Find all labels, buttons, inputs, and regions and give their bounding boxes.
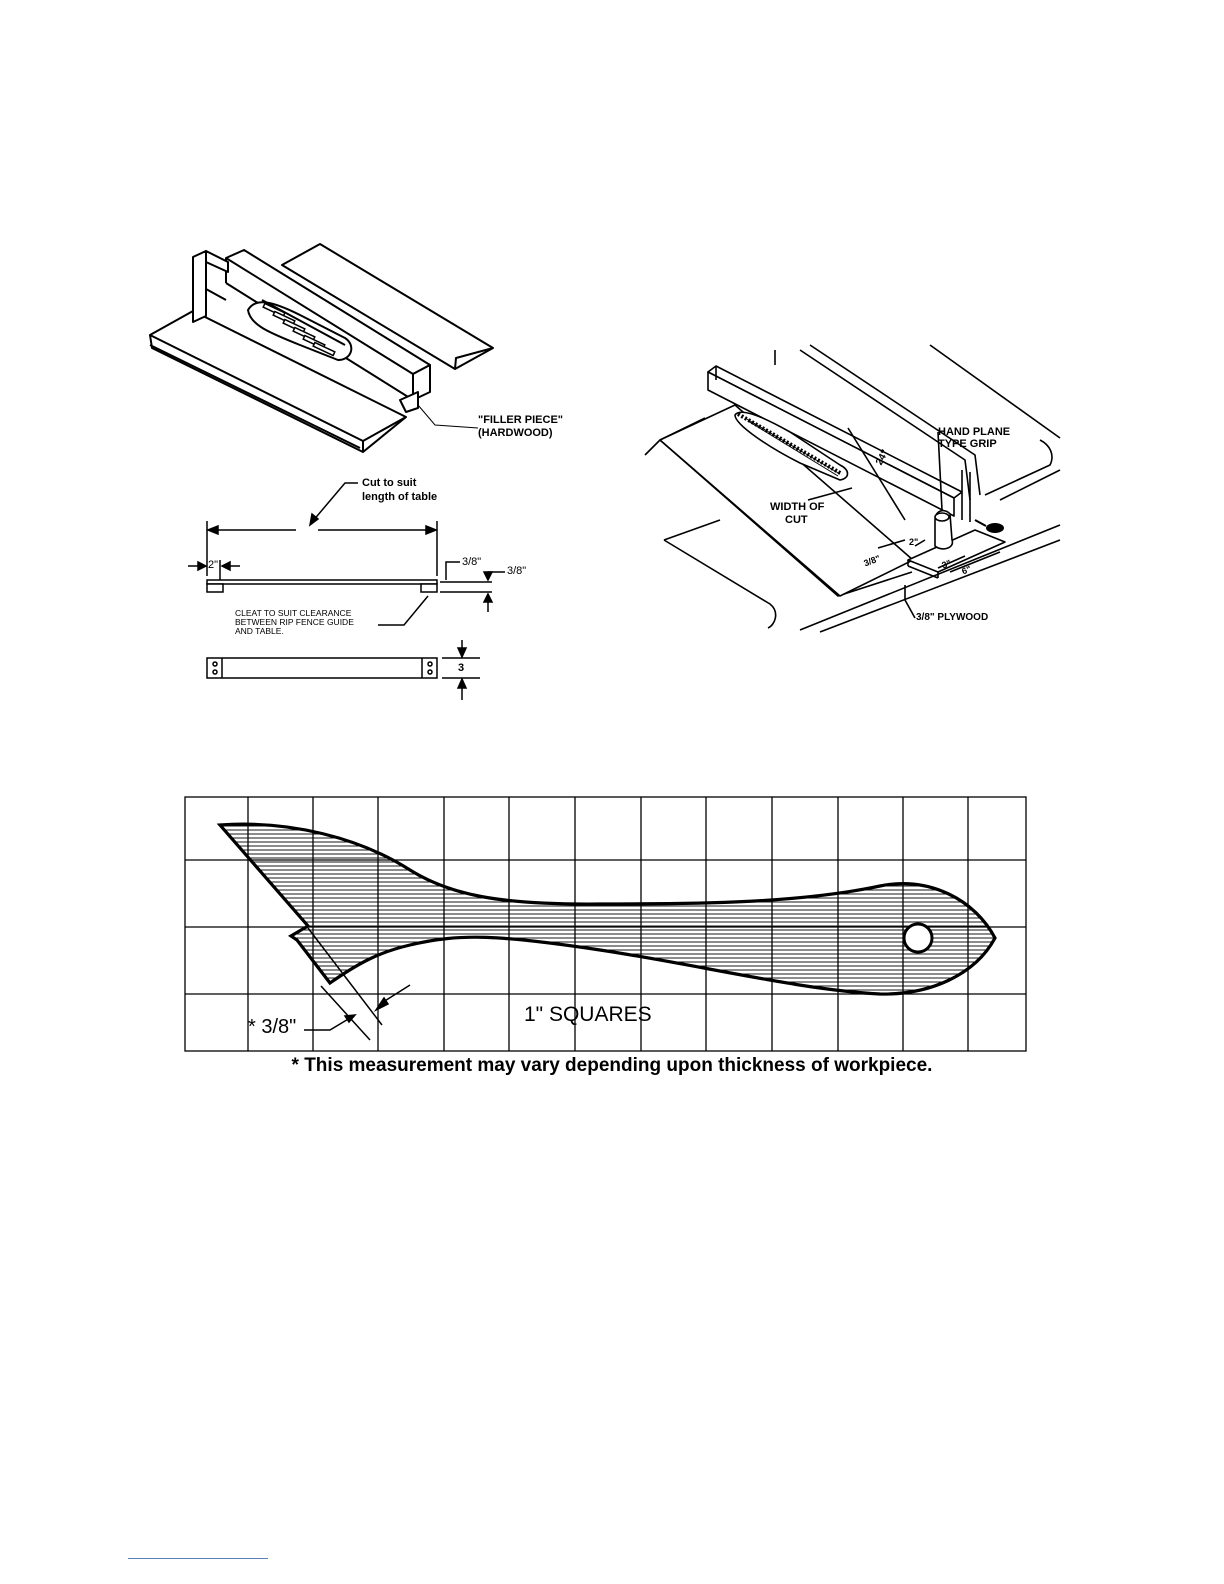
dim-3-label: 3 (458, 662, 464, 674)
push-block-saw-illustration (645, 338, 1065, 638)
length-of-table-label: length of table (362, 491, 437, 503)
width-of-cut-label-2: CUT (785, 514, 808, 526)
cleat-label-line-3: AND TABLE. (235, 627, 284, 636)
hand-plane-grip-label-1: HAND PLANE (938, 426, 1010, 438)
dim-38-label-a: 3/8" (462, 556, 481, 568)
dim-38-label-b: 3/8" (507, 565, 526, 577)
cut-to-suit-label: Cut to suit (362, 477, 416, 489)
dim-2-fig2-label: 2" (909, 536, 918, 548)
dim-38-push-stick-label: * 3/8" (248, 1016, 296, 1039)
footer-rule (128, 1558, 268, 1559)
filler-piece-label: "FILLER PIECE" (478, 414, 563, 426)
dim-2in-label: 2" (208, 559, 218, 571)
width-of-cut-label-1: WIDTH OF (770, 501, 824, 513)
hand-plane-grip-label-2: TYPE GRIP (938, 438, 997, 450)
filler-piece-sublabel: (HARDWOOD) (478, 427, 553, 439)
plywood-label: 3/8" PLYWOOD (916, 612, 988, 624)
footnote: * This measurement may vary depending up… (0, 1055, 1224, 1077)
filler-piece-fence-illustration (140, 235, 620, 475)
one-inch-squares-label: 1" SQUARES (524, 1003, 652, 1027)
